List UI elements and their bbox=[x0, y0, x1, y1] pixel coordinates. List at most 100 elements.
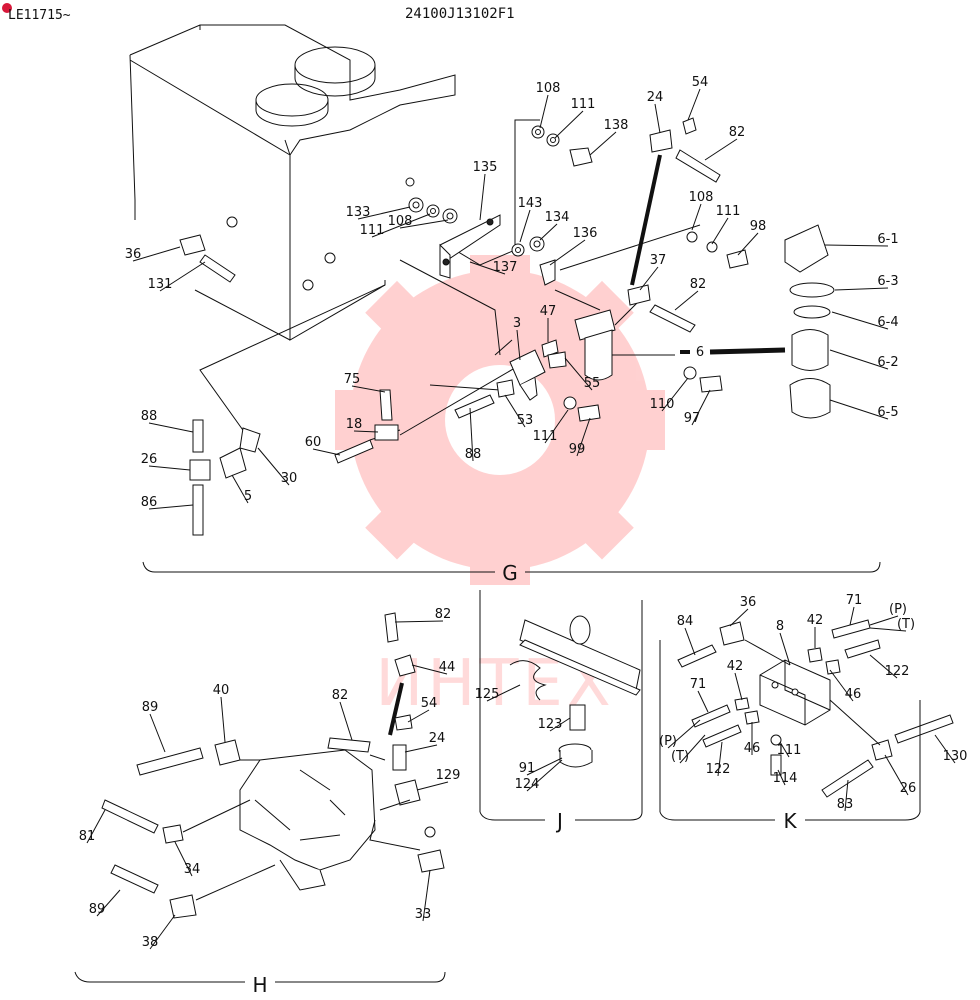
leader-line bbox=[231, 474, 249, 504]
leader-line bbox=[691, 203, 702, 231]
part-number-callout: 135 bbox=[473, 160, 498, 175]
leader-line bbox=[734, 672, 743, 701]
part-number-callout: 83 bbox=[837, 797, 854, 812]
serial-range: LE11715~ bbox=[8, 8, 71, 23]
part-number-callout: 24 bbox=[429, 731, 446, 746]
part-number-callout: 38 bbox=[142, 935, 159, 950]
part-number-callout: 82 bbox=[332, 688, 349, 703]
leader-line bbox=[667, 719, 701, 749]
leader-line bbox=[486, 684, 521, 702]
section-k-drawing bbox=[659, 619, 954, 821]
part-number-callout: 47 bbox=[540, 304, 557, 319]
leader-line bbox=[691, 389, 711, 426]
part-number-callout: 53 bbox=[517, 413, 534, 428]
part-number-callout: 88 bbox=[465, 447, 482, 462]
leader-line bbox=[132, 246, 181, 262]
leader-line bbox=[353, 430, 379, 433]
leader-line bbox=[519, 209, 531, 243]
leader-line bbox=[589, 131, 617, 156]
part-number-callout: 18 bbox=[346, 417, 363, 432]
part-number-callout: 89 bbox=[89, 902, 106, 917]
leader-line bbox=[704, 138, 738, 161]
part-number-callout: 108 bbox=[536, 81, 561, 96]
part-number-callout: 134 bbox=[545, 210, 570, 225]
part-number-callout: 55 bbox=[584, 376, 601, 391]
section-label-h: H bbox=[252, 973, 267, 997]
part-number-callout: (P) bbox=[889, 602, 907, 617]
leader-line bbox=[684, 627, 696, 656]
leader-line bbox=[844, 779, 849, 812]
leader-line bbox=[516, 329, 521, 361]
leader-line bbox=[576, 417, 591, 457]
leader-line bbox=[884, 754, 909, 796]
part-number-callout: 81 bbox=[79, 829, 96, 844]
leader-line bbox=[829, 349, 889, 370]
fittings-group bbox=[179, 129, 721, 536]
part-number-callout: 6-3 bbox=[877, 274, 898, 289]
part-number-callout: 108 bbox=[689, 190, 714, 205]
part-number-callout: 130 bbox=[943, 749, 968, 764]
part-number-callout: 3 bbox=[513, 316, 521, 331]
part-number-callout: 88 bbox=[141, 409, 158, 424]
leader-line bbox=[654, 103, 661, 134]
leader-line bbox=[148, 504, 194, 510]
part-number-callout: 82 bbox=[435, 607, 452, 622]
part-number-callout: 111 bbox=[360, 223, 385, 238]
leader-line bbox=[554, 110, 584, 139]
leader-line bbox=[831, 311, 889, 330]
part-number-callout: (T) bbox=[897, 617, 915, 632]
leader-line bbox=[148, 422, 194, 433]
leader-line bbox=[351, 385, 386, 393]
leader-line bbox=[149, 914, 176, 950]
part-number-callout: 98 bbox=[750, 219, 767, 234]
leader-line bbox=[469, 261, 506, 275]
leader-line bbox=[869, 615, 899, 626]
hardware-group bbox=[408, 117, 749, 422]
leader-line bbox=[639, 266, 659, 291]
part-number-callout: 125 bbox=[475, 687, 500, 702]
part-number-callout: 114 bbox=[773, 771, 798, 786]
part-number-callout: 26 bbox=[141, 452, 158, 467]
leader-line bbox=[934, 734, 956, 764]
part-number-callout: 54 bbox=[421, 696, 438, 711]
leader-line bbox=[539, 94, 549, 129]
leader-line bbox=[829, 669, 854, 702]
leader-line bbox=[564, 357, 593, 391]
leader-line bbox=[869, 627, 907, 632]
leader-line bbox=[687, 88, 701, 121]
part-number-callout: 44 bbox=[439, 660, 456, 675]
leader-line bbox=[697, 690, 709, 713]
section-label-k: K bbox=[783, 809, 797, 833]
part-number-callout: 71 bbox=[690, 677, 707, 692]
leader-line bbox=[849, 606, 855, 626]
leader-line bbox=[674, 290, 699, 311]
part-number-callout: 30 bbox=[281, 471, 298, 486]
part-number-callout: 36 bbox=[125, 247, 142, 262]
part-number-callout: 133 bbox=[346, 205, 371, 220]
part-number-callout: 99 bbox=[569, 442, 586, 457]
part-number-callout: 110 bbox=[650, 397, 675, 412]
page-badge bbox=[2, 3, 12, 13]
part-number-callout: 91 bbox=[519, 761, 536, 776]
leader-line bbox=[159, 261, 206, 292]
part-number-callout: 40 bbox=[213, 683, 230, 698]
leader-line bbox=[829, 399, 889, 420]
section-label-g: G bbox=[502, 561, 518, 585]
part-number-callout: 5 bbox=[244, 489, 252, 504]
leader-line bbox=[711, 217, 729, 245]
leader-line bbox=[661, 377, 689, 412]
part-number-callout: 84 bbox=[677, 614, 694, 629]
leader-line bbox=[404, 744, 438, 753]
part-number-callout: 36 bbox=[740, 595, 757, 610]
leader-line bbox=[371, 213, 431, 238]
leader-line bbox=[422, 869, 431, 922]
part-number-callout: 137 bbox=[493, 260, 518, 275]
leader-line bbox=[526, 759, 563, 792]
leader-line bbox=[526, 757, 563, 776]
part-number-callout: 129 bbox=[436, 768, 461, 783]
part-number-callout: 46 bbox=[744, 741, 761, 756]
part-number-callout: 34 bbox=[184, 862, 201, 877]
